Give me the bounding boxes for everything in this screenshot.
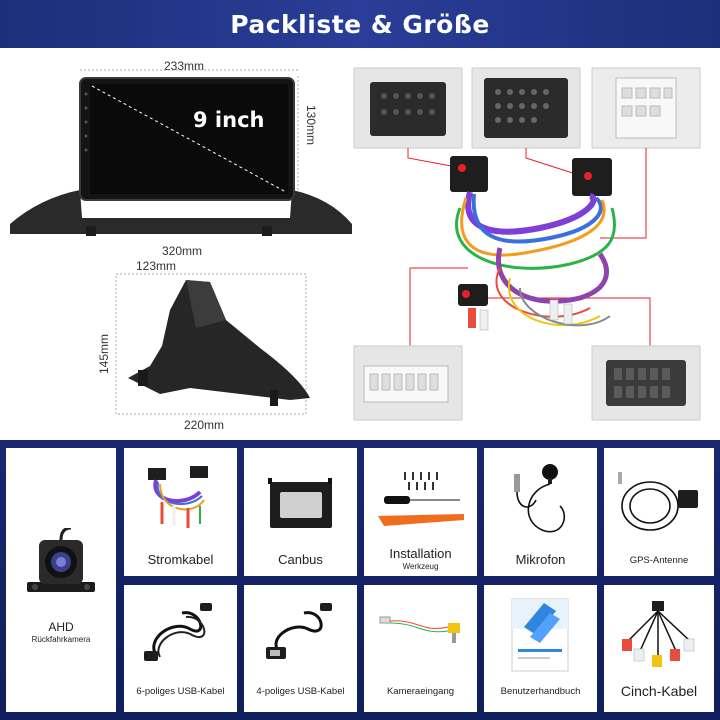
item-label-microphone: Mikrofon [515,552,566,567]
item-label-tools: Installation [389,546,452,561]
item-card-power-cable: Stromkabel [124,448,237,576]
microphone-icon [514,464,566,533]
item-label-gps: GPS-Antenne [629,555,689,566]
item-label-manual: Benutzerhandbuch [500,686,581,697]
item-label-power-cable: Stromkabel [147,552,214,567]
power-cable-icon [148,466,208,528]
item-card-canbus: Canbus [244,448,357,576]
screen-size-label: 9 inch [193,108,265,132]
item-card-manual: Benutzerhandbuch [484,585,597,712]
head-unit-drawing [10,69,352,415]
item-label-camera-input: Kameraeingang [386,686,455,697]
manual-icon [511,598,569,672]
dim-bracket-top: 123mm [136,259,177,273]
page-title: Packliste & Größe [230,9,490,39]
item-label-usb6: 6-poliges USB-Kabel [136,686,225,697]
item-sub-camera: Rückfahrkamera [31,635,91,644]
item-card-microphone: Mikrofon [484,448,597,576]
usb4-cable-icon [266,603,332,659]
item-card-camera: AHD Rückfahrkamera [6,448,116,712]
item-sub-tools: Werkzeug [402,562,439,571]
item-card-gps: GPS-Antenne [604,448,714,576]
wiring-harness-drawing [353,67,701,421]
tools-icon [378,472,464,526]
header-banner: Packliste & Größe [0,0,720,48]
accessories-panel: AHD Rückfahrkamera Stromkabel [0,440,720,720]
canbus-icon [268,478,332,528]
item-card-usb6: 6-poliges USB-Kabel [124,585,237,712]
gps-antenna-icon [618,472,698,531]
item-card-tools: Installation Werkzeug [364,448,477,576]
item-card-camera-input: Kameraeingang [364,585,477,712]
rca-cable-icon [622,601,695,667]
item-label-rca: Cinch-Kabel [620,683,698,699]
dim-width-top: 233mm [164,59,205,73]
usb6-cable-icon [144,603,212,661]
camera-input-icon [379,616,460,643]
dim-bracket-bottom: 220mm [184,418,225,432]
item-label-camera: AHD [48,620,74,634]
dimension-section: 233mm 130mm 320mm 123mm 145mm 220mm [0,48,720,440]
item-label-usb4: 4-poliges USB-Kabel [256,686,345,697]
item-card-rca: Cinch-Kabel [604,585,714,712]
item-card-usb4: 4-poliges USB-Kabel [244,585,357,712]
camera-icon [27,528,95,592]
item-label-canbus: Canbus [278,552,323,567]
dim-width-bottom: 320mm [162,244,203,258]
